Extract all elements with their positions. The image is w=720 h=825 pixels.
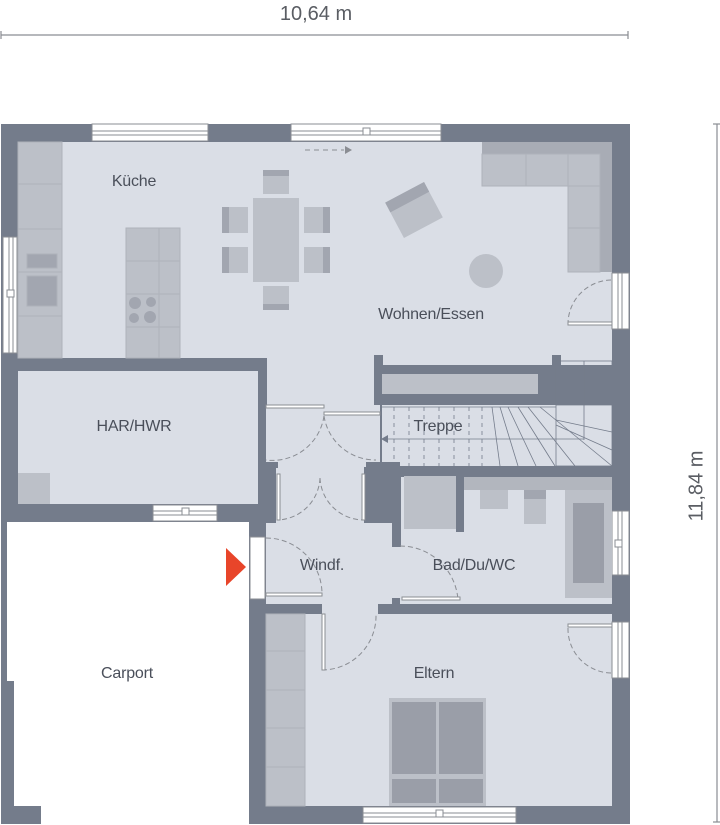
room-label-bad: Bad/Du/WC xyxy=(432,557,516,574)
armchair xyxy=(385,182,443,238)
bed xyxy=(389,698,486,806)
bathroom-fixtures xyxy=(404,476,612,598)
dimension-lines xyxy=(0,31,720,823)
windows xyxy=(2,123,630,824)
room-label-eltern: Eltern xyxy=(413,665,455,682)
stair-direction-arrow-icon xyxy=(381,435,388,443)
door-swings xyxy=(265,279,613,674)
stair-landing xyxy=(382,374,538,394)
height-dimension-label: 11,84 m xyxy=(685,450,708,522)
kitchen-furniture xyxy=(17,141,181,359)
staircase xyxy=(382,360,613,467)
room-label-kueche: Küche xyxy=(111,173,157,190)
room-label-windfang: Windf. xyxy=(299,557,345,574)
room-label-har-hwr: HAR/HWR xyxy=(96,418,172,435)
coffee-table xyxy=(469,254,503,288)
carport-area xyxy=(6,521,249,820)
washer xyxy=(18,473,50,504)
sofa xyxy=(481,142,612,273)
door-leaves xyxy=(265,321,613,671)
room-label-carport: Carport xyxy=(101,665,153,682)
room-label-treppe: Treppe xyxy=(413,418,463,435)
wardrobe xyxy=(265,613,306,807)
entrance-marker-icon xyxy=(226,548,246,586)
room-label-wohnen-essen: Wohnen/Essen xyxy=(378,306,484,323)
width-dimension-label: 10,64 m xyxy=(279,3,353,25)
dining-table xyxy=(222,170,330,310)
cooktop-icon xyxy=(129,297,156,323)
